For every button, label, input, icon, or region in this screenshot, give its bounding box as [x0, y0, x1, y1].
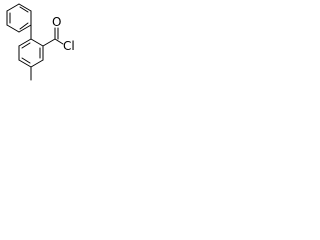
double-bond-line — [19, 6, 29, 13]
bond — [18, 3, 32, 12]
c-cl-bond — [54, 38, 64, 45]
double-bond-line — [21, 42, 31, 49]
chlorine-label: Cl — [63, 39, 75, 53]
double-bond-line — [21, 57, 31, 64]
bond — [30, 38, 44, 47]
bond — [18, 59, 32, 68]
carbonyl-carbon-bond — [42, 38, 56, 47]
bond — [6, 24, 20, 33]
upper-phenyl-ring — [6, 3, 32, 33]
bond — [6, 3, 20, 12]
double-bond-line — [19, 22, 29, 30]
bond — [30, 59, 44, 68]
lower-phenyl-ring — [18, 38, 44, 68]
structure-diagram: O Cl — [6, 3, 75, 81]
bond — [18, 38, 32, 47]
bond — [18, 24, 32, 33]
oxygen-label: O — [52, 15, 61, 29]
structure-canvas: O Cl — [0, 0, 80, 121]
